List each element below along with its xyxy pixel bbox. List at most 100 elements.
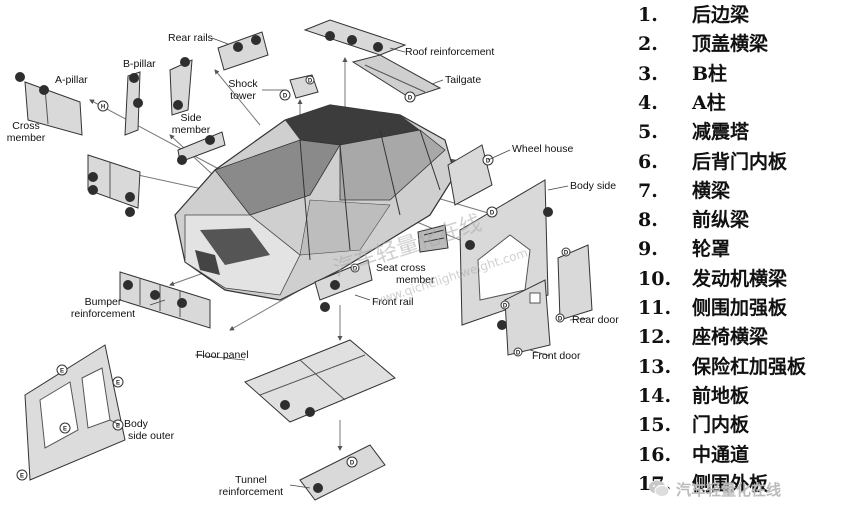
car-body-in-white — [174, 104, 456, 301]
legend-number: 15. — [638, 414, 672, 437]
label-front-rail: Front rail — [372, 296, 414, 308]
label-body-side-outer: Body side outer — [124, 418, 175, 442]
label-b-pillar: B-pillar — [123, 58, 156, 70]
part-marker-letter: E — [60, 369, 64, 375]
legend-part-name: 门内板 — [692, 414, 750, 437]
label-bumper-reinforcement: Bumper reinforcement — [70, 296, 136, 320]
part-marker-letter: D — [353, 267, 358, 273]
part-marker-letter: D — [503, 304, 508, 310]
part-tunnel-reinforcement — [299, 444, 386, 501]
legend-number: 6. — [638, 150, 658, 173]
part-marker-letter: D — [283, 94, 288, 100]
label-tunnel-reinforcement: Tunnel reinforcement — [218, 474, 284, 498]
legend-item: 15. 门内板 — [638, 412, 749, 438]
legend-item: 3. B柱 — [638, 61, 727, 87]
part-a-pillar — [15, 72, 109, 136]
legend-item: 13. 保险杠加强板 — [638, 354, 806, 380]
part-marker-letter: D — [486, 159, 491, 165]
part-marker-letter: D — [564, 251, 569, 257]
legend-number: 5. — [638, 121, 658, 144]
part-legend: 1. 后边梁 2.顶盖横梁 3. B柱 4. A柱 5. 减震塔 6. 后背门内板 7. 横梁 8. 前纵梁… — [628, 0, 846, 523]
legend-number: 14. — [638, 384, 672, 407]
label-a-pillar: A-pillar — [55, 74, 88, 86]
part-side-member-pillar — [169, 57, 193, 116]
part-marker-letter: D — [558, 317, 563, 323]
part-marker-letter: E — [116, 381, 120, 387]
legend-number: 16. — [638, 443, 672, 466]
label-cross-member: Cross member — [6, 120, 46, 144]
legend-item: 2.顶盖横梁 — [638, 31, 768, 57]
legend-part-name: 侧围加强板 — [692, 297, 788, 319]
label-body-side: Body side — [570, 180, 617, 192]
legend-number: 1. — [638, 4, 658, 26]
legend-item: 5. 减震塔 — [638, 119, 749, 145]
part-front-door — [500, 279, 551, 357]
label-seat-cross-member: Seat cross member — [376, 262, 435, 286]
part-wheel-house — [447, 144, 494, 206]
label-rear-rails: Rear rails — [168, 32, 213, 44]
part-marker-letter: E — [20, 474, 24, 480]
legend-part-name: 保险杠加强板 — [692, 355, 807, 378]
label-rear-door: Rear door — [572, 314, 619, 326]
part-marker-letter: D — [350, 461, 355, 467]
legend-item: 1. 后边梁 — [638, 2, 749, 28]
legend-number: 13. — [638, 355, 672, 378]
legend-item: 14. 前地板 — [638, 383, 749, 409]
legend-number: 9. — [638, 238, 658, 261]
legend-number: 8. — [638, 209, 658, 232]
legend-part-name: 中通道 — [692, 443, 750, 466]
legend-number: 7. — [638, 179, 658, 202]
legend-part-name: 后边梁 — [692, 4, 750, 26]
part-marker-letter: E — [116, 424, 120, 430]
part-b-pillar — [124, 71, 143, 136]
legend-number: 11. — [638, 297, 672, 319]
legend-number: 12. — [638, 326, 672, 349]
part-marker-letter: H — [101, 105, 105, 111]
legend-part-name: 横梁 — [692, 179, 731, 202]
part-marker-letter: D — [516, 351, 521, 357]
part-front-rail — [314, 259, 373, 312]
part-marker-letter: D — [490, 211, 495, 217]
legend-item: 7. 横梁 — [638, 178, 730, 204]
part-rear-rails — [217, 31, 269, 71]
part-rear-door — [555, 244, 593, 323]
label-shock-tower: Shock tower — [228, 78, 258, 102]
wechat-icon — [649, 480, 670, 497]
legend-part-name: B柱 — [692, 62, 728, 85]
legend-item: 11. 侧围加强板 — [638, 295, 787, 321]
legend-part-name: 前纵梁 — [692, 209, 750, 232]
part-marker-letter: D — [408, 96, 413, 102]
wechat-account-name: 汽车轻量化在线 — [676, 480, 782, 499]
legend-part-name: 顶盖横梁 — [692, 33, 769, 56]
label-side-member: Side member — [171, 112, 211, 136]
label-tailgate: Tailgate — [445, 74, 482, 86]
legend-part-name: 座椅横梁 — [692, 326, 769, 349]
legend-number: 10. — [638, 267, 672, 290]
legend-item: 6. 后背门内板 — [638, 149, 787, 175]
legend-part-name: 减震塔 — [692, 121, 750, 144]
legend-part-name: 侧围外板 — [692, 472, 769, 495]
part-roof-reinforcement — [303, 19, 407, 56]
legend-part-name: 后背门内板 — [692, 150, 788, 173]
label-roof-reinforcement: Roof reinforcement — [405, 46, 495, 58]
legend-item: 9.轮罩 — [638, 236, 730, 262]
legend-number: 3. — [638, 62, 658, 85]
part-body-side-inner — [459, 179, 553, 330]
legend-item: 16. 中通道 — [638, 442, 749, 468]
part-seat-cross-member — [417, 224, 449, 253]
legend-item: 8. 前纵梁 — [638, 207, 749, 233]
part-marker-letter: E — [63, 427, 67, 433]
legend-part-name: A柱 — [692, 91, 726, 114]
legend-number: 4. — [638, 91, 658, 114]
label-wheel-house: Wheel house — [512, 143, 574, 155]
part-floor-panel — [244, 339, 396, 423]
label-leaders — [109, 37, 589, 489]
legend-part-name: 前地板 — [692, 384, 750, 407]
part-marker-letter: D — [308, 79, 313, 85]
legend-item: 10.发动机横梁 — [638, 266, 787, 292]
label-floor-panel: Floor panel — [196, 349, 249, 361]
part-shock-tower — [279, 74, 319, 101]
legend-item: 4. A柱 — [638, 90, 726, 116]
wechat-watermark: 汽车轻量化在线 — [648, 478, 781, 500]
